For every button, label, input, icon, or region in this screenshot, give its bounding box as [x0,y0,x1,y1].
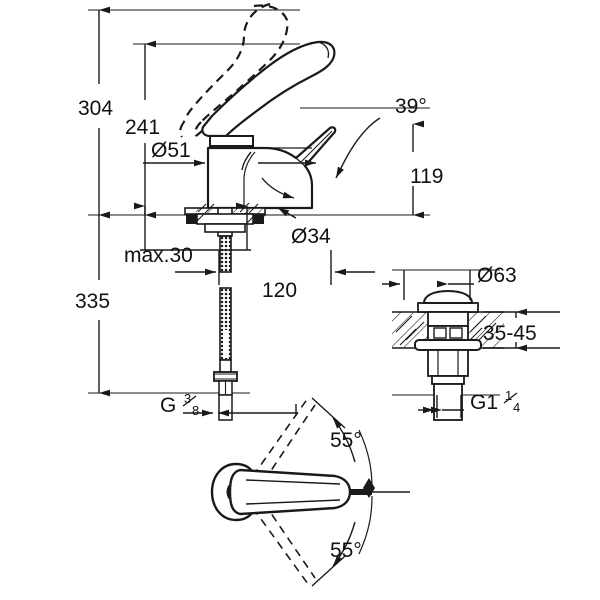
dim-drain-cap-diameter: Ø63 [477,264,517,287]
supply-hose-lower [213,287,238,421]
counter-section-hatch [195,202,267,225]
leader-lines [241,117,381,219]
dim-body-diameter: Ø51 [151,139,191,162]
drain-assembly-view [392,289,504,421]
dim-total-height: 304 [78,97,113,120]
swivel-range-dashed [252,397,316,585]
angle-dimensions-plan [311,397,375,587]
dim-drain-basin-range: 35-45 [483,322,537,345]
dim-tail-diameter: Ø34 [291,225,331,248]
dim-supply-thread-group: G 3 8 [160,391,199,418]
dim-supply-thread-num: 3 [184,391,191,406]
faucet-body-solid [201,40,337,210]
mounting-hardware [184,207,266,237]
dim-drain-thread-group: G1 1 4 [470,388,520,415]
dim-supply-thread-den: 8 [192,403,199,418]
dimension-lines-drain [382,270,560,418]
dim-spout-height: 241 [125,116,160,139]
dim-tail-length: 120 [262,279,297,302]
dim-max-thickness: max.30 [124,244,193,267]
dim-swivel-angle-lower: 55° [330,539,362,562]
faucet-elevation-view [179,2,337,421]
dim-drain-thread-num: 1 [505,388,512,403]
dim-swivel-angle-upper: 55° [330,429,362,452]
dim-drain-thread-den: 4 [513,400,520,415]
dim-below-counter: 335 [75,290,110,313]
dimension-text-labels: 304 241 Ø51 335 max.30 120 Ø34 39° 119 G… [75,95,537,562]
handle-plan-view [210,397,410,585]
dim-supply-thread: G [160,394,176,417]
dim-spout-projection: 119 [410,165,443,188]
dimension-lines-elevation [98,6,424,417]
supply-hose-upper [219,235,232,273]
dim-drain-thread: G1 [470,391,498,414]
dim-spout-angle: 39° [395,95,427,118]
